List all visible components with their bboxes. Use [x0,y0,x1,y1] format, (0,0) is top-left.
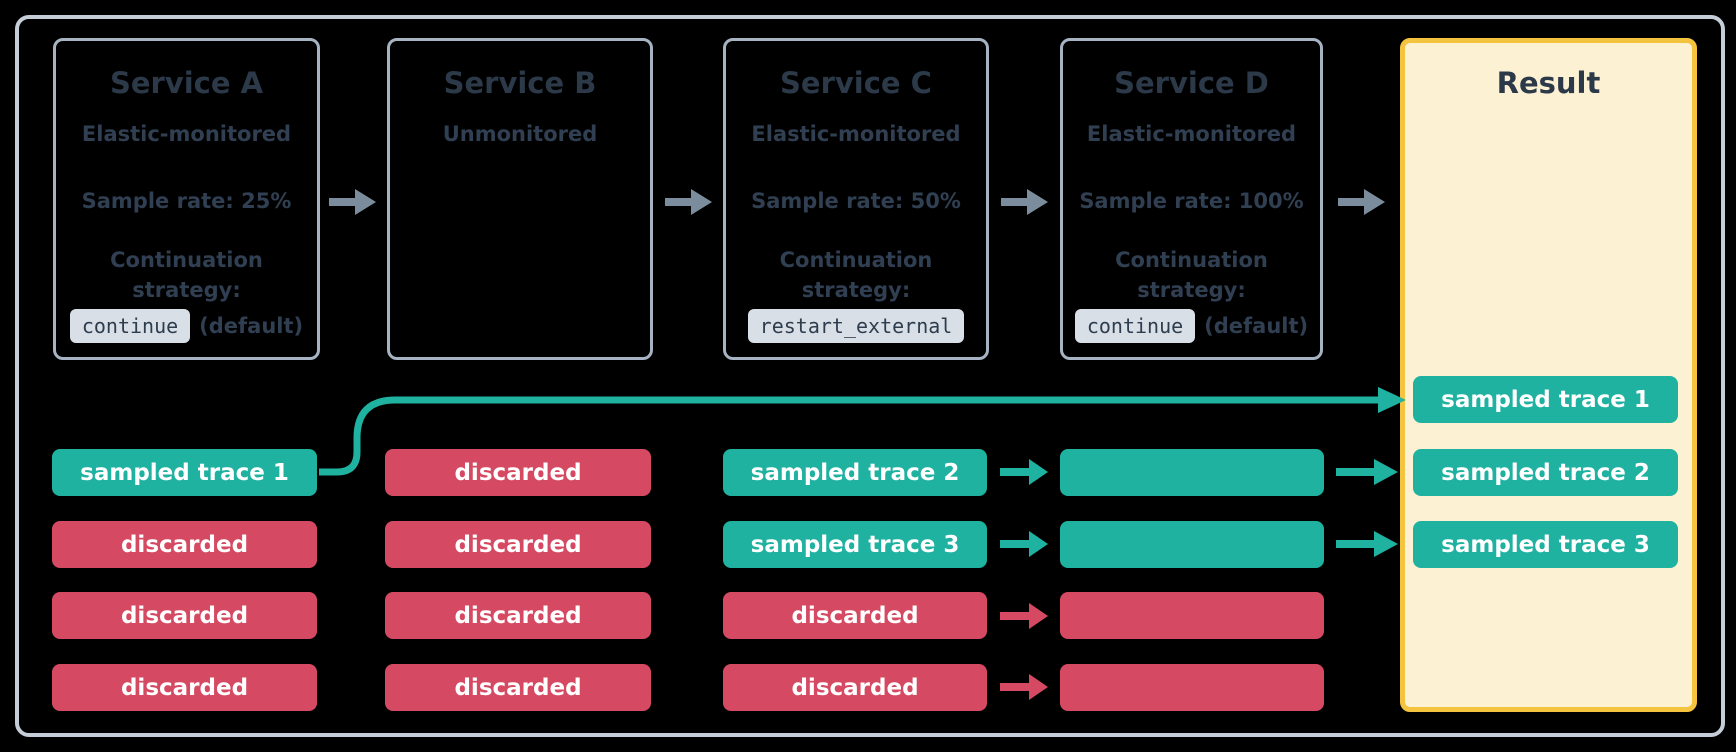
trace-bar-a-discarded: discarded [52,521,317,568]
service-box-d: Service D Elastic-monitored Sample rate:… [1060,38,1323,360]
service-a-monitoring-label: Elastic-monitored [81,122,292,146]
result-bar-sampled-1: sampled trace 1 [1413,376,1678,423]
service-a-strategy-default-note: (default) [199,314,304,338]
trace-bar-c-sampled-2: sampled trace 2 [723,449,987,496]
service-a-continuation-label: Continuation strategy: [110,248,263,302]
result-bar-sampled-2: sampled trace 2 [1413,449,1678,496]
service-d-continuation-label: Continuation strategy: [1115,248,1268,302]
service-c-sample-rate-label: Sample rate: 50% [751,189,961,213]
service-b-title: Service B [443,66,597,100]
service-a-strategy-row: continue (default) [69,309,304,343]
service-box-c: Service C Elastic-monitored Sample rate:… [723,38,989,360]
service-a-title: Service A [109,66,264,100]
result-title: Result [1496,66,1601,100]
trace-bar-d-sampled [1060,521,1324,568]
trace-bar-b-discarded: discarded [385,664,651,711]
service-box-a: Service A Elastic-monitored Sample rate:… [53,38,320,360]
trace-bar-b-discarded: discarded [385,592,651,639]
trace-bar-d-sampled [1060,449,1324,496]
service-d-strategy-default-note: (default) [1204,314,1309,338]
trace-bar-c-sampled-3: sampled trace 3 [723,521,987,568]
trace-bar-b-discarded: discarded [385,449,651,496]
result-bar-sampled-3: sampled trace 3 [1413,521,1678,568]
diagram-outer-frame [15,15,1725,737]
service-c-strategy-row: restart_external [747,309,965,343]
trace-bar-c-discarded: discarded [723,664,987,711]
service-c-title: Service C [780,66,932,100]
trace-bar-b-discarded: discarded [385,521,651,568]
result-box: Result [1400,38,1697,712]
service-d-strategy-code-tag: continue [1074,309,1196,343]
service-box-b: Service B Unmonitored [387,38,653,360]
service-a-strategy-code-tag: continue [69,309,191,343]
trace-bar-c-discarded: discarded [723,592,987,639]
service-d-title: Service D [1114,66,1269,100]
trace-bar-d-discarded [1060,664,1324,711]
trace-bar-a-discarded: discarded [52,664,317,711]
service-d-sample-rate-label: Sample rate: 100% [1079,189,1304,213]
service-b-monitoring-label: Unmonitored [442,122,598,146]
service-d-monitoring-label: Elastic-monitored [1086,122,1297,146]
service-a-sample-rate-label: Sample rate: 25% [81,189,292,213]
service-c-strategy-code-tag: restart_external [747,309,965,343]
trace-bar-a-sampled-1: sampled trace 1 [52,449,317,496]
trace-bar-d-discarded [1060,592,1324,639]
trace-bar-a-discarded: discarded [52,592,317,639]
service-d-strategy-row: continue (default) [1074,309,1309,343]
service-c-continuation-label: Continuation strategy: [779,248,933,302]
service-c-monitoring-label: Elastic-monitored [751,122,961,146]
